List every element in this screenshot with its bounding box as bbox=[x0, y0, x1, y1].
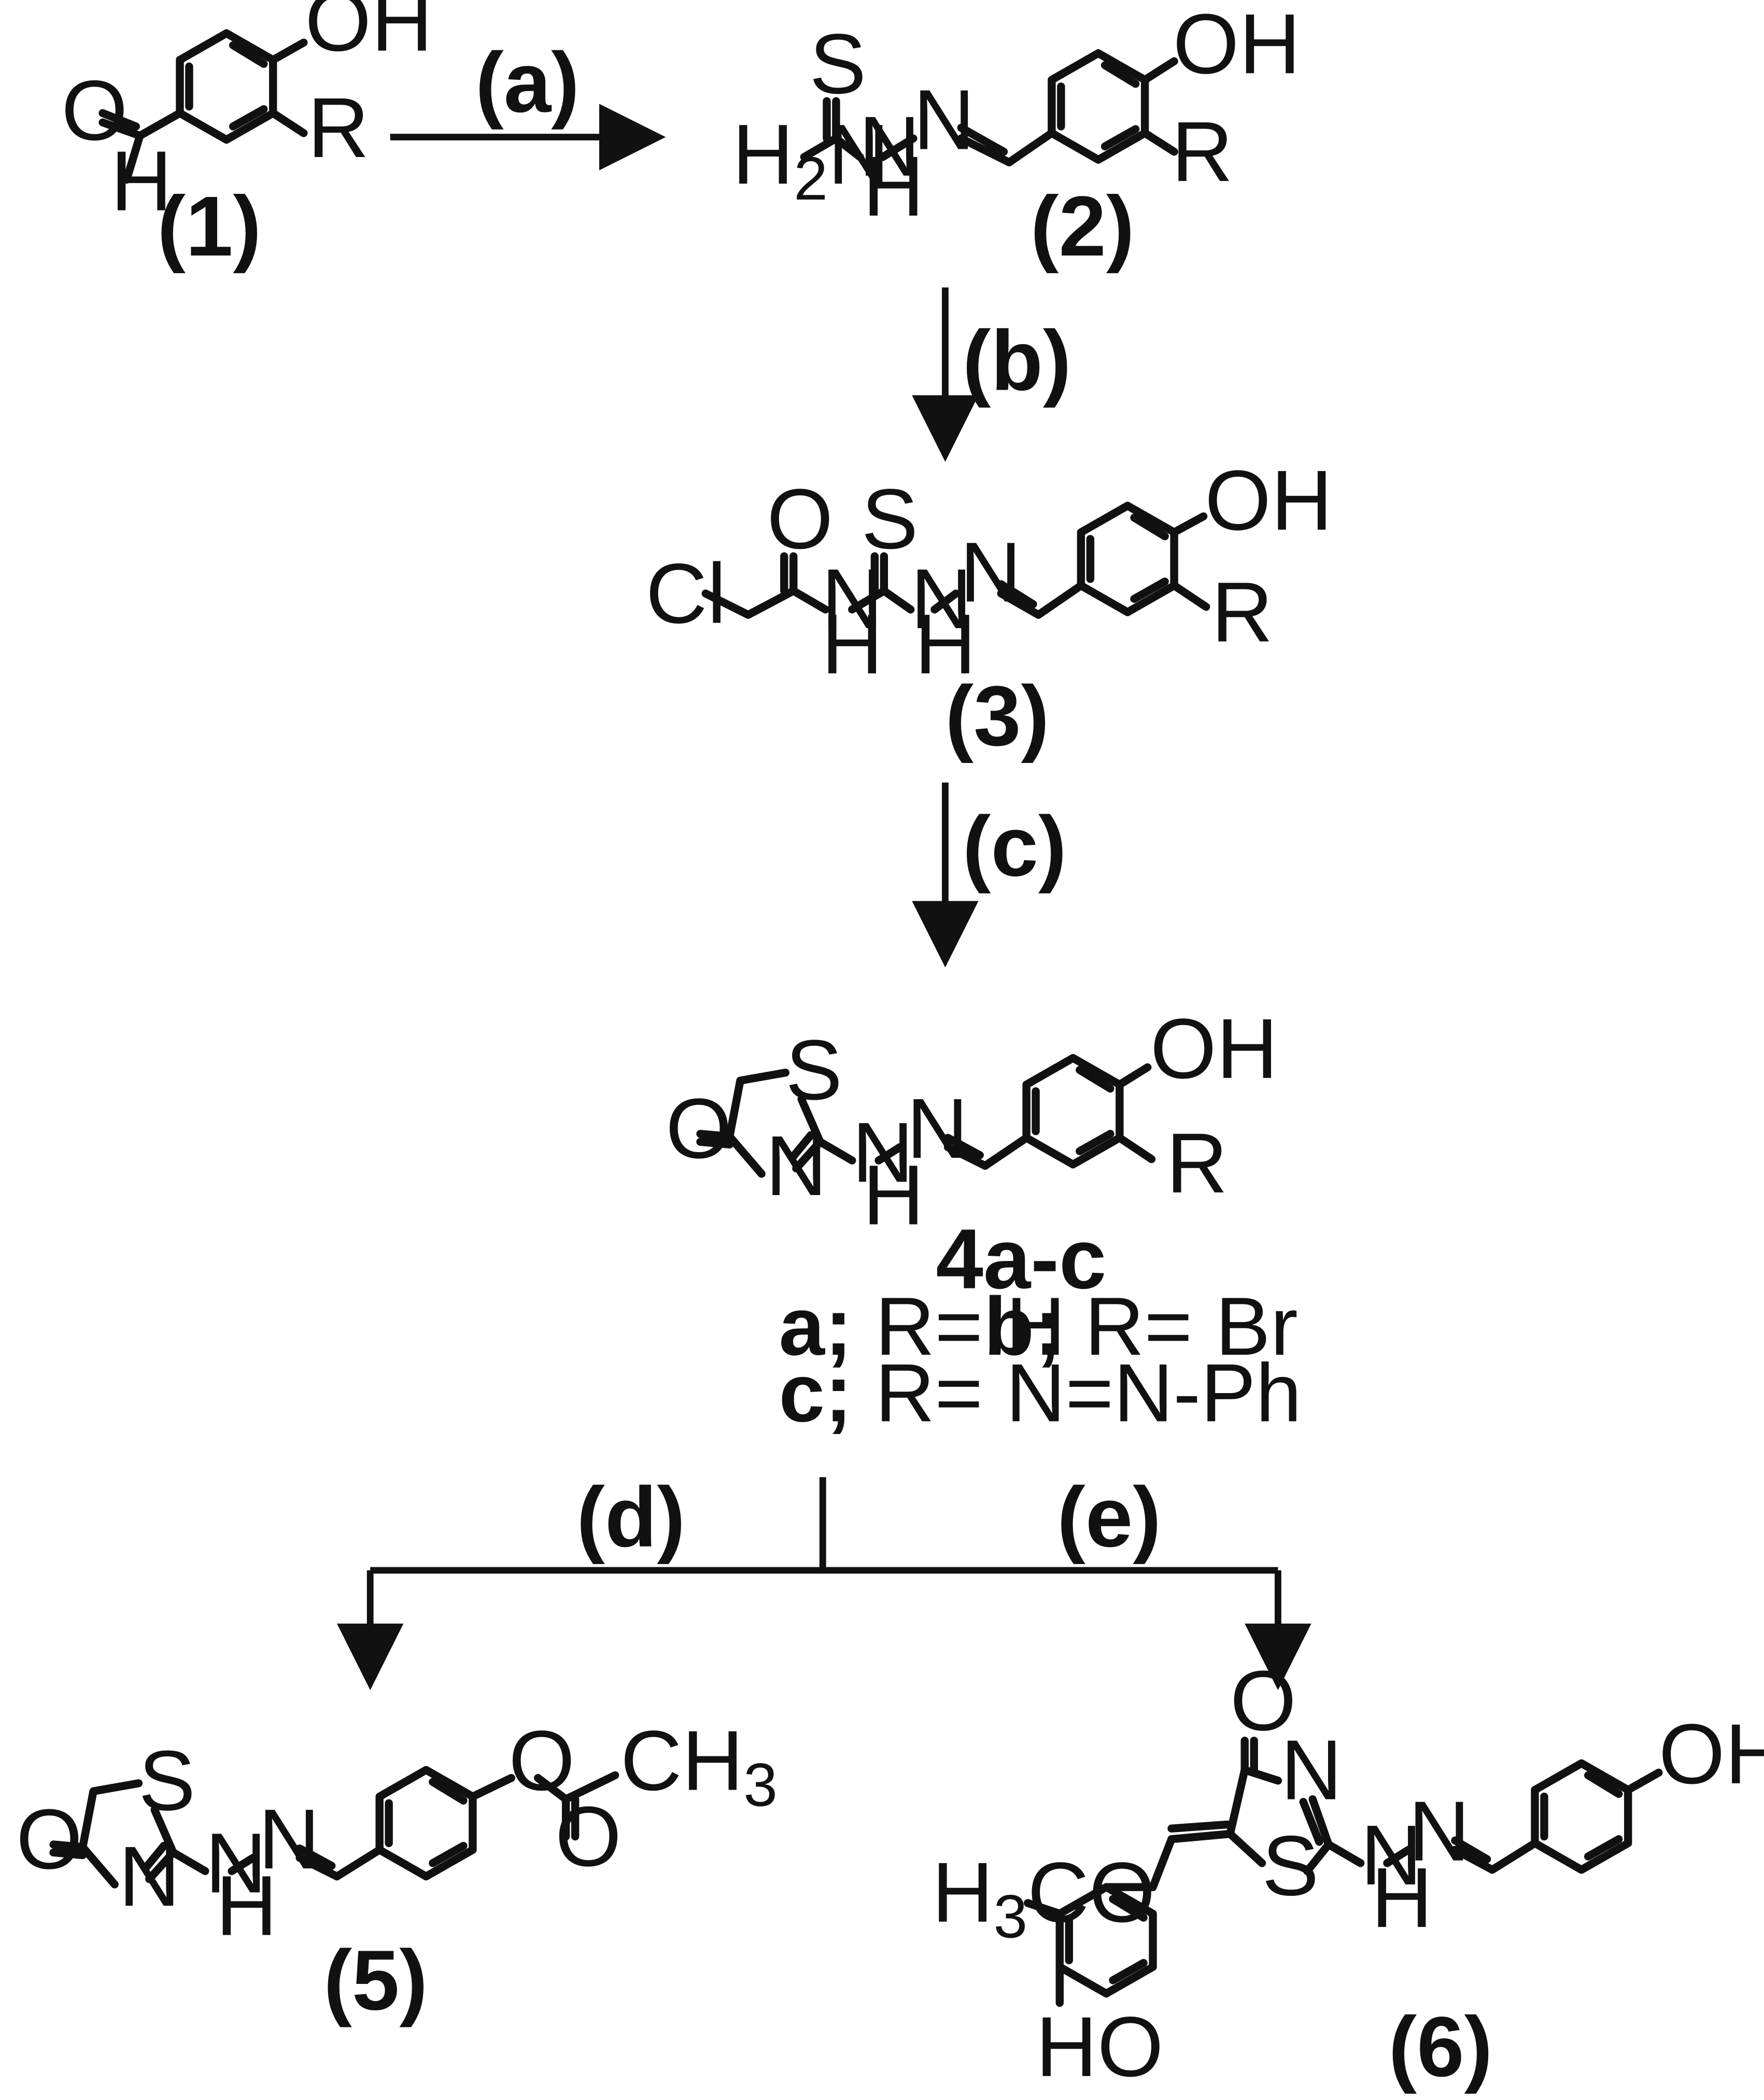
chlorine-label: Cl bbox=[646, 546, 726, 641]
carbonyl-oxygen-label: O bbox=[666, 1081, 732, 1176]
imine-nitrogen-label: N bbox=[907, 1081, 968, 1176]
compound-2-label: (2) bbox=[1031, 178, 1135, 274]
substituent-a: a; R= H bbox=[779, 1280, 1065, 1372]
imine-nitrogen-label: N bbox=[258, 1791, 320, 1886]
compound-2-structure: OH R N N H S H2N bbox=[732, 0, 1301, 234]
compound-3-label: (3) bbox=[945, 668, 1049, 763]
amino-group-label: H2N bbox=[732, 106, 890, 213]
ring-sulfur-label: S bbox=[138, 1733, 195, 1828]
step-c-label: (c) bbox=[963, 799, 1067, 894]
aldehyde-hydrogen-label: H bbox=[110, 133, 172, 229]
carbonyl-oxygen-label: O bbox=[555, 1789, 622, 1884]
hydroxyl-label: OH bbox=[1150, 1001, 1278, 1096]
nh-hydrogen-label: H bbox=[1371, 1850, 1433, 1945]
amide-hydrogen-label: H bbox=[822, 596, 883, 691]
r-group-label: R bbox=[1172, 104, 1233, 199]
hydrazine-nitrogen-label: N bbox=[911, 551, 972, 646]
nh-hydrogen-label: H bbox=[216, 1858, 277, 1953]
compound-5-structure: O O CH3 N N H N S O bbox=[16, 1713, 778, 1953]
ring-carbonyl-oxygen-label: O bbox=[16, 1791, 82, 1886]
hydrazine-nitrogen-label: N bbox=[859, 98, 921, 194]
methoxy-label: H3CO bbox=[932, 1844, 1155, 1951]
hydroxyl-label: OH bbox=[1173, 0, 1301, 91]
compound-1-structure: OH R O H bbox=[61, 0, 432, 229]
compound-4-structure: OH R N N H N S O bbox=[666, 1001, 1278, 1242]
compound-4-label: 4a-c bbox=[936, 1211, 1106, 1307]
hydroxyl-label: OH bbox=[1205, 452, 1333, 548]
ring-nitrogen-label: N bbox=[1281, 1722, 1343, 1818]
r-group-label: R bbox=[1166, 1115, 1228, 1211]
hydrazine-nitrogen-label: N bbox=[205, 1815, 267, 1910]
nh-hydrogen-label: H bbox=[914, 596, 976, 691]
ring-nitrogen-label: N bbox=[119, 1828, 180, 1924]
hydrazine-nitrogen-label: N bbox=[1361, 1807, 1422, 1903]
nh-hydrogen-label: H bbox=[863, 138, 924, 234]
ester-oxygen-label: O bbox=[509, 1713, 575, 1808]
hydrazine-nitrogen-label: N bbox=[852, 1104, 914, 1200]
nh-hydrogen-label: H bbox=[863, 1147, 924, 1242]
r-group-label: R bbox=[1211, 564, 1273, 660]
carbonyl-oxygen-label: O bbox=[767, 471, 833, 566]
amide-nitrogen-label: N bbox=[822, 551, 883, 646]
compound-6-structure: OH N N H N S O H3CO HO bbox=[932, 1653, 1764, 2094]
thione-sulfur-label: S bbox=[862, 471, 919, 566]
imine-nitrogen-label: N bbox=[960, 524, 1022, 620]
substituent-key: a; R= H b; R= Br c; R= N=N-Ph bbox=[779, 1280, 1302, 1439]
ring-sulfur-label: S bbox=[1262, 1818, 1319, 1913]
ring-carbonyl-oxygen-label: O bbox=[1230, 1653, 1296, 1748]
step-b-label: (b) bbox=[963, 313, 1071, 408]
substituent-c: c; R= N=N-Ph bbox=[779, 1346, 1302, 1439]
phenol-hydroxyl-label: HO bbox=[1036, 1999, 1164, 2094]
r-group-label: R bbox=[307, 80, 369, 175]
step-e-label: (e) bbox=[1057, 1469, 1161, 1565]
substituent-b: b; R= Br bbox=[984, 1280, 1298, 1372]
compound-1-label: (1) bbox=[157, 178, 261, 274]
step-d-label: (d) bbox=[576, 1469, 685, 1565]
hydroxyl-label: OH bbox=[1659, 1706, 1764, 1801]
aldehyde-oxygen-label: O bbox=[61, 63, 128, 158]
compound-6-label: (6) bbox=[1389, 1999, 1493, 2094]
step-a-label: (a) bbox=[475, 35, 580, 130]
ring-nitrogen-label: N bbox=[766, 1118, 827, 1213]
imine-nitrogen-label: N bbox=[1408, 1783, 1470, 1879]
ring-sulfur-label: S bbox=[785, 1022, 842, 1117]
compound-5-label: (5) bbox=[323, 1932, 428, 2027]
thione-sulfur-label: S bbox=[810, 16, 867, 111]
hydroxyl-label: OH bbox=[305, 0, 433, 69]
methyl-label: CH3 bbox=[620, 1713, 778, 1820]
imine-nitrogen-label: N bbox=[913, 72, 975, 167]
compound-3-structure: OH R N N H N H S O Cl bbox=[646, 452, 1333, 691]
